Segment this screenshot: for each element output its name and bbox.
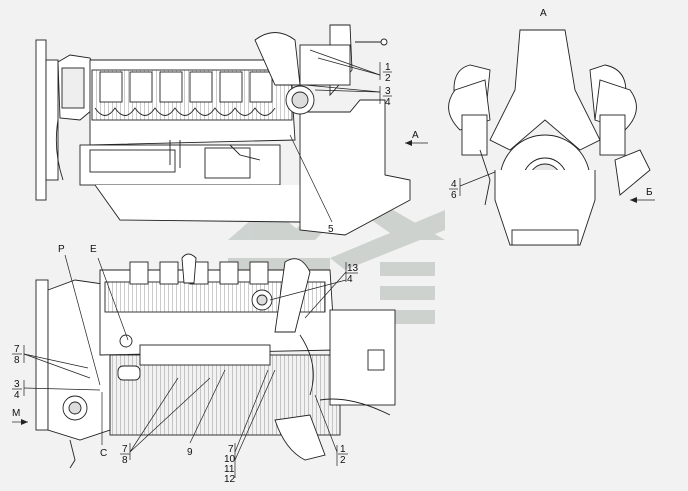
callout-plan-p: Р — [58, 244, 65, 255]
callout-plan-9: 9 — [187, 447, 193, 458]
engine-side-view — [35, 24, 411, 236]
arrow-m-label: М — [12, 408, 20, 419]
callout-plan-bottom-8: 8 — [122, 455, 128, 466]
callout-plan-left-3: 3 — [14, 379, 20, 390]
callout-plan-bottom-7: 7 — [122, 444, 128, 455]
callout-2: 2 — [385, 73, 391, 84]
arrow-a-label: А — [412, 130, 419, 141]
callout-plan-stack-10: 10 — [224, 454, 236, 465]
callout-3: 3 — [385, 86, 391, 97]
callout-1: 1 — [385, 62, 391, 73]
callout-plan-4: 4 — [347, 274, 353, 285]
callout-plan-right-1: 1 — [340, 444, 346, 455]
arrow-a-head — [405, 140, 412, 146]
engine-front-view — [448, 29, 651, 246]
callout-plan-stack-11: 11 — [224, 464, 235, 475]
callout-front-4: 4 — [451, 179, 457, 190]
view-a-title: А — [540, 8, 547, 19]
engine-plan-view — [35, 253, 396, 469]
callout-plan-stack-7: 7 — [228, 444, 234, 455]
callout-4: 4 — [385, 97, 391, 108]
callout-5: 5 — [328, 224, 334, 235]
callout-dividers — [12, 71, 458, 455]
callout-front-6: 6 — [451, 190, 457, 201]
plan-view-leaders — [12, 254, 347, 478]
arrow-b-label: Б — [646, 187, 653, 198]
callout-plan-left-7: 7 — [14, 344, 20, 355]
callout-plan-c: С — [100, 448, 107, 459]
arrow-m-head — [21, 419, 28, 425]
callout-plan-left-4: 4 — [14, 390, 20, 401]
arrow-b-head — [630, 197, 637, 203]
callout-plan-left-8: 8 — [14, 355, 20, 366]
callout-plan-e: Е — [90, 244, 97, 255]
callout-plan-stack-12: 12 — [224, 474, 236, 485]
callout-plan-13: 13 — [347, 263, 359, 274]
side-view-leaders — [289, 49, 428, 223]
callout-plan-right-2: 2 — [340, 455, 346, 466]
